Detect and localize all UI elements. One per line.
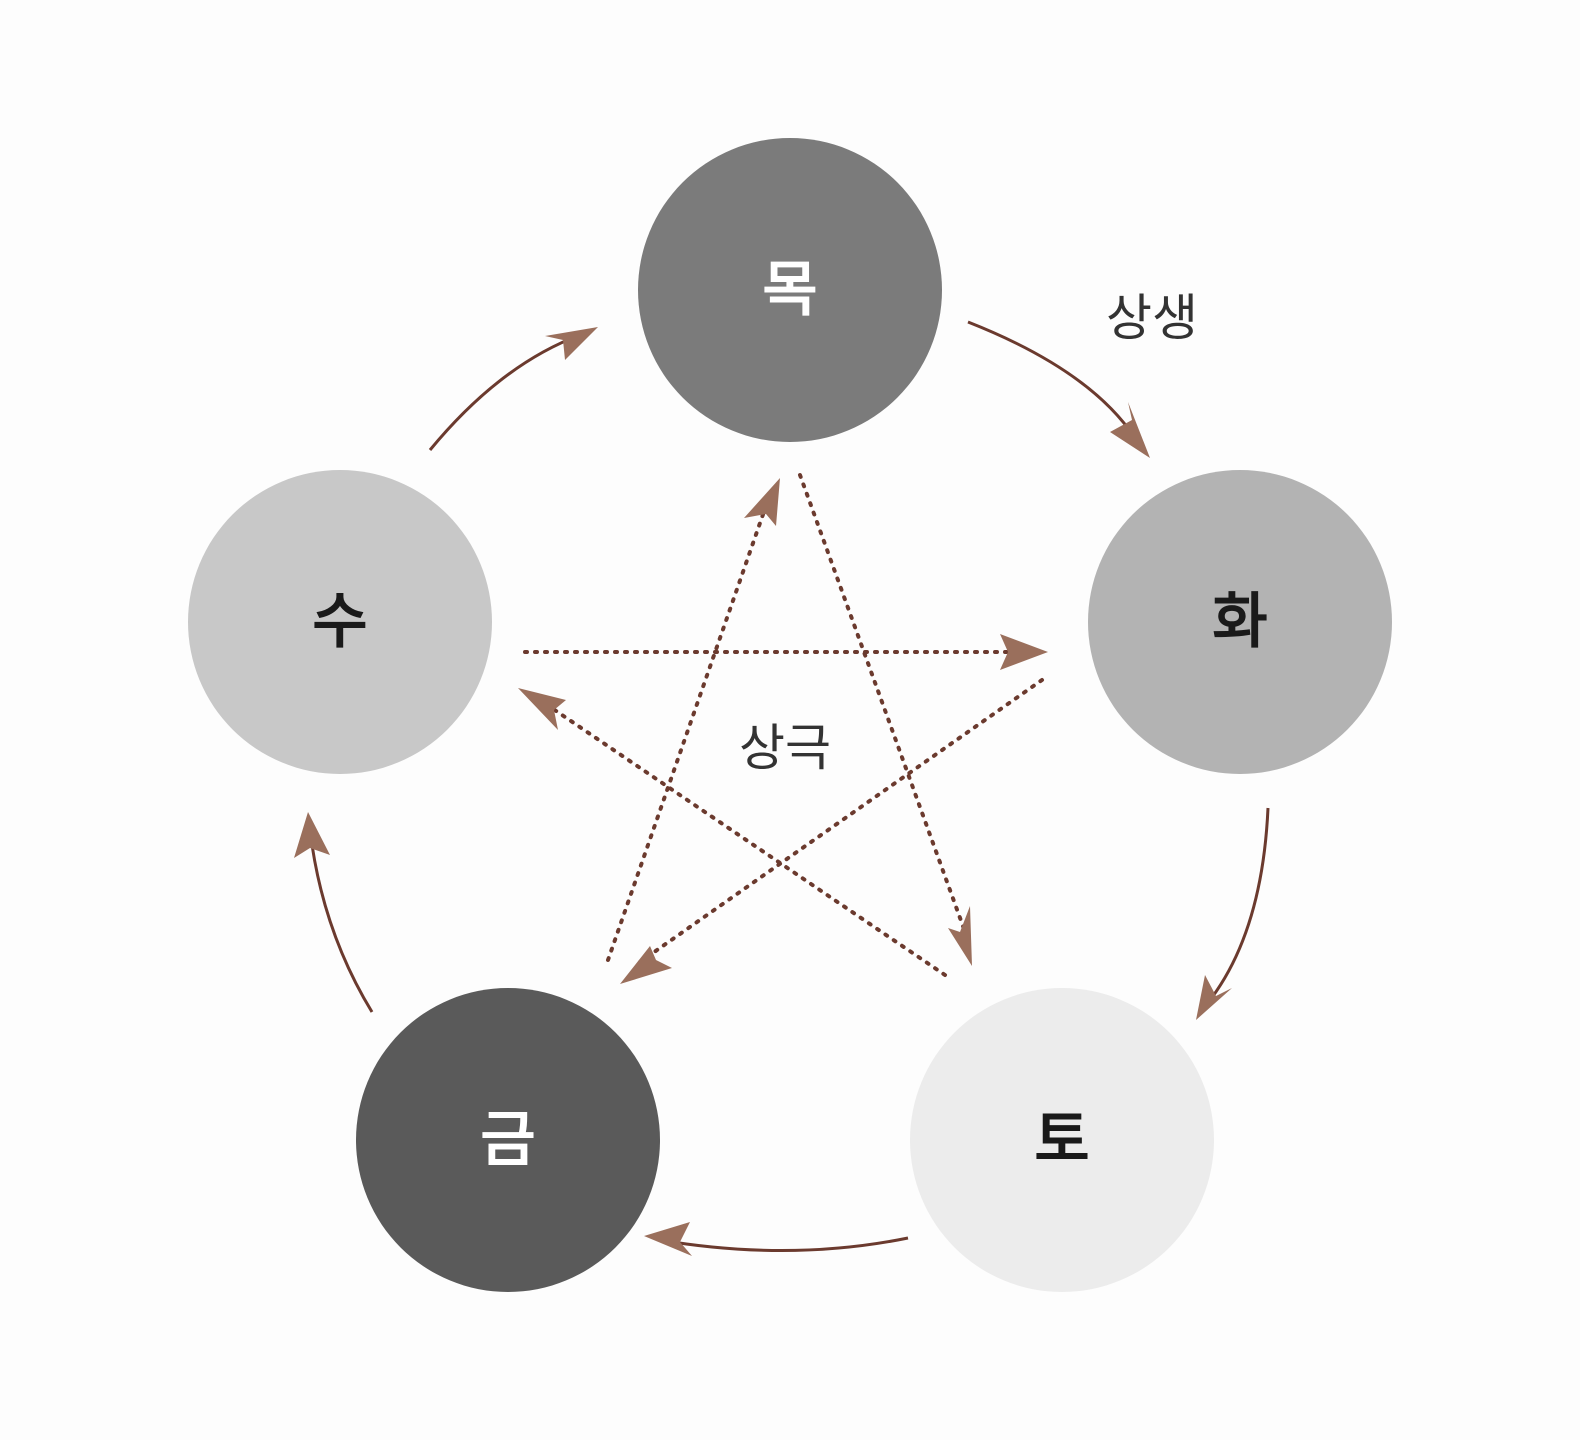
fire-label: 화 [1212,587,1267,657]
element-water: 수 [188,470,492,774]
arrow-fire-to-metal [638,678,1044,964]
arrow-metal-to-wood [606,498,770,962]
element-fire: 화 [1088,470,1392,774]
arrow-wood-to-earth [798,473,970,942]
overcoming-arrows [523,473,1044,977]
arrowhead-wood-to-fire [1110,402,1150,458]
overcoming-arrowheads [518,478,1048,984]
arrowhead-wood-to-earth [948,906,972,966]
fire-circle [1088,470,1392,774]
arrow-earth-to-metal [659,1236,909,1252]
arrowhead-metal-to-water [294,812,330,858]
arrowhead-earth-to-water [518,688,566,730]
element-metal: 금 [356,988,660,1292]
arrowhead-earth-to-metal [644,1222,692,1256]
earth-circle [910,988,1214,1292]
arrowhead-fire-to-metal [620,946,672,984]
wood-label: 목 [762,255,817,325]
metal-circle [356,988,660,1292]
arrow-earth-to-water [538,698,947,977]
overcoming-cycle-label: 상극 [739,719,831,777]
arrowhead-water-to-wood [545,327,598,360]
arrowhead-water-to-fire [1000,634,1048,670]
water-label: 수 [312,587,367,657]
arrow-fire-to-earth [1200,807,1270,1011]
arrow-wood-to-fire [967,320,1137,439]
generating-arrows [294,320,1270,1256]
arrow-water-to-wood [428,333,581,451]
arrowhead-fire-to-earth [1196,975,1232,1020]
element-wood: 목 [638,138,942,442]
metal-label: 금 [480,1105,535,1175]
generating-cycle-label: 상생 [1106,289,1198,347]
arrow-metal-to-water [308,829,374,1013]
water-circle [188,470,492,774]
wood-circle [638,138,942,442]
earth-label: 토 [1034,1105,1089,1175]
arrowhead-metal-to-wood [744,478,780,526]
element-earth: 토 [910,988,1214,1292]
